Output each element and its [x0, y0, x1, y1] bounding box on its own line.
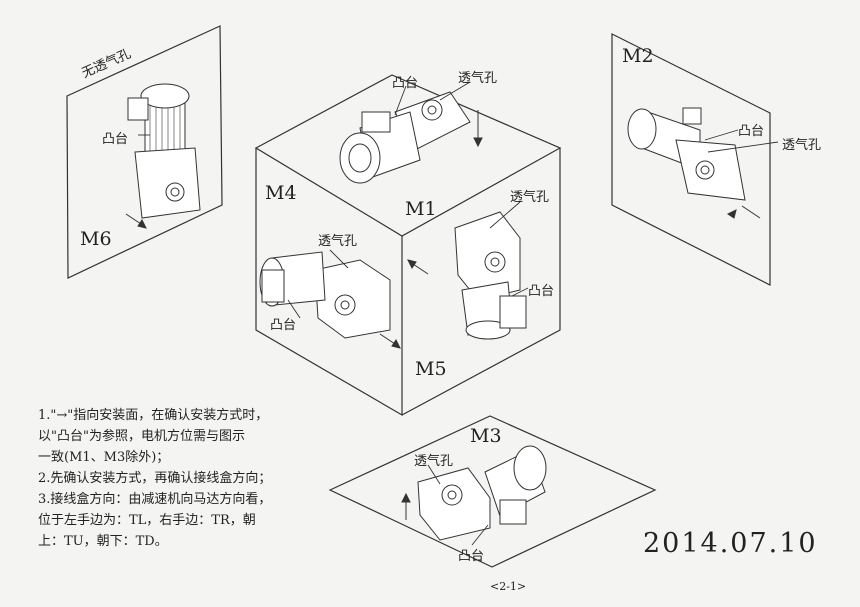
- m6-motor: [127, 83, 201, 219]
- m5-vent-label: 透气孔: [510, 190, 550, 205]
- notes-block: 1."→"指向安装面，在确认安装方式时， 以"凸台"为参照，电机方位需与图示 一…: [38, 405, 271, 552]
- m5-boss-label: 凸台: [528, 284, 555, 299]
- page-number: <2-1>: [490, 580, 527, 593]
- m1-motor: [339, 91, 471, 184]
- m2-vent-label: 透气孔: [782, 138, 822, 153]
- m3-label: M3: [470, 425, 502, 447]
- m3-panel: [328, 415, 657, 568]
- m4-boss-label: 凸台: [270, 318, 297, 333]
- m4-label: M4: [265, 182, 297, 204]
- m4-vent-label: 透气孔: [318, 234, 358, 249]
- m5-label: M5: [415, 358, 447, 380]
- leader-lines: [138, 81, 779, 546]
- m2-boss-label: 凸台: [738, 124, 765, 139]
- note-line: 上：TU，朝下：TD。: [38, 534, 168, 549]
- m1-label: M1: [405, 198, 437, 220]
- note-line: 3.接线盒方向：由减速机向马达方向看，: [38, 492, 272, 507]
- m6-boss-label: 凸台: [102, 132, 129, 147]
- note-line: 一致(M1、M3除外)；: [38, 450, 170, 465]
- mounting-arrows: [125, 110, 761, 520]
- m3-boss-label: 凸台: [458, 549, 485, 564]
- date-stamp: 2014.07.10: [643, 528, 818, 559]
- note-line: 2.先确认安装方式，再确认接线盒方向；: [38, 471, 272, 486]
- m6-panel: [66, 25, 223, 279]
- note-line: 位于左手边为：TL，右手边：TR，朝: [38, 513, 256, 528]
- m1-vent-label: 透气孔: [458, 71, 498, 86]
- m4-motor: [259, 251, 391, 339]
- m2-panel: [611, 33, 771, 286]
- m2-label: M2: [622, 45, 654, 67]
- note-line: 1."→"指向安装面，在确认安装方式时，: [38, 408, 269, 423]
- cube-outline: [254, 74, 562, 417]
- note-line: 以"凸台"为参照，电机方位需与图示: [38, 429, 245, 444]
- m2-motor: [627, 107, 746, 201]
- m3-motor: [417, 445, 547, 541]
- m6-label: M6: [80, 228, 112, 250]
- m3-vent-label: 透气孔: [414, 454, 454, 469]
- m1-boss-label: 凸台: [392, 76, 419, 91]
- m5-motor: [454, 211, 527, 340]
